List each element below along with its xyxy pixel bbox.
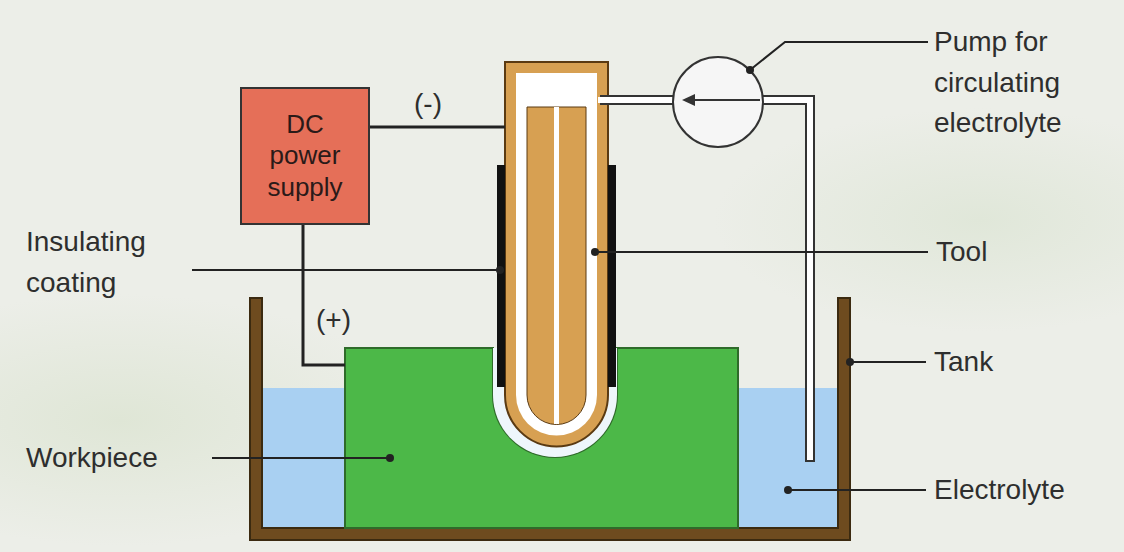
leader-dot xyxy=(386,454,394,462)
tool-core-gap xyxy=(554,107,559,424)
leader-line xyxy=(212,457,390,459)
tool-channel xyxy=(516,73,597,436)
part-label: Workpiece xyxy=(26,438,158,479)
part-label: Tank xyxy=(934,342,993,383)
part-label: Insulating coating xyxy=(26,222,176,303)
pipe-bore xyxy=(598,100,810,460)
positive-wire xyxy=(303,225,345,365)
leader-dot xyxy=(746,66,754,74)
leader-dot xyxy=(591,248,599,256)
flow-arrowhead xyxy=(682,94,695,106)
leader-dot xyxy=(846,358,854,366)
pump-symbol xyxy=(673,57,763,147)
box-title: DC power supply xyxy=(259,109,351,203)
part-label: Tool xyxy=(936,232,987,273)
leader-dot xyxy=(496,266,504,274)
flow-arrow xyxy=(692,99,760,101)
leader-line xyxy=(750,42,928,70)
leader-line xyxy=(192,269,500,271)
part-label: Electrolyte xyxy=(934,470,1065,511)
insulation-strip xyxy=(497,165,505,387)
insulation-strip xyxy=(608,165,616,387)
leader-line xyxy=(595,251,928,253)
pipe-outline xyxy=(600,100,810,462)
leader-dot xyxy=(784,486,792,494)
tool-housing xyxy=(505,62,608,447)
part-label: (-) xyxy=(414,84,442,125)
power-supply-box: DC power supply xyxy=(240,87,370,225)
tool-core xyxy=(527,107,586,425)
leader-line xyxy=(788,489,926,491)
part-label: (+) xyxy=(316,300,351,341)
part-label: Pump for circulating electrolyte xyxy=(934,22,1104,144)
negative-wire xyxy=(370,126,505,129)
leader-line xyxy=(850,361,926,363)
